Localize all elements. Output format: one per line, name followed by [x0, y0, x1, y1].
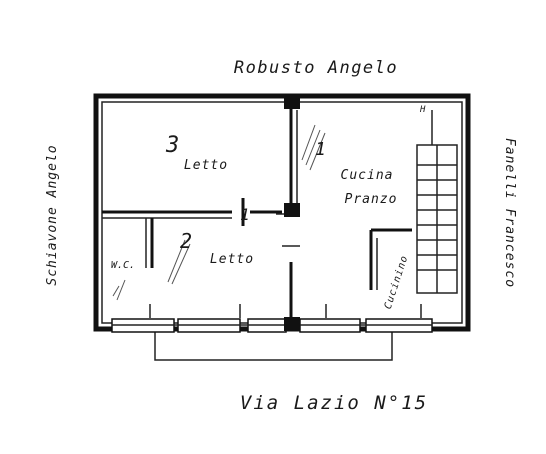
street-label: Via Lazio N°15 [240, 392, 428, 414]
room-3-number: 3 [165, 133, 179, 158]
room-1-name2: Pranzo [345, 192, 398, 207]
corridor-mark: 1 [240, 205, 250, 224]
kitchenette-label: Cucinino [383, 254, 411, 311]
room-2-number: 2 [180, 229, 192, 253]
room-1-name: Cucina [341, 168, 394, 183]
balcony-outline [154, 329, 393, 361]
room-3-name: Letto [184, 158, 228, 173]
room-1-number: 1 [315, 139, 326, 160]
pencil-scratches [112, 124, 326, 301]
pillars [284, 95, 300, 331]
room-3: 3 Letto [165, 133, 228, 173]
interior-walls [102, 100, 422, 318]
room-2-name: Letto [210, 252, 254, 267]
front-windows [111, 318, 433, 333]
room-2: 2 Letto [180, 229, 254, 267]
neighbor-right-label: Fanelli Francesco [502, 138, 517, 288]
stair-mark: H [419, 105, 426, 115]
neighbor-top-label: Robusto Angelo [234, 58, 398, 78]
neighbor-left-label: Schiavone Angelo [45, 144, 60, 285]
staircase: H [416, 105, 458, 294]
wc-label: W.C. [111, 260, 135, 271]
room-1: 1 Cucina Pranzo [315, 139, 398, 207]
